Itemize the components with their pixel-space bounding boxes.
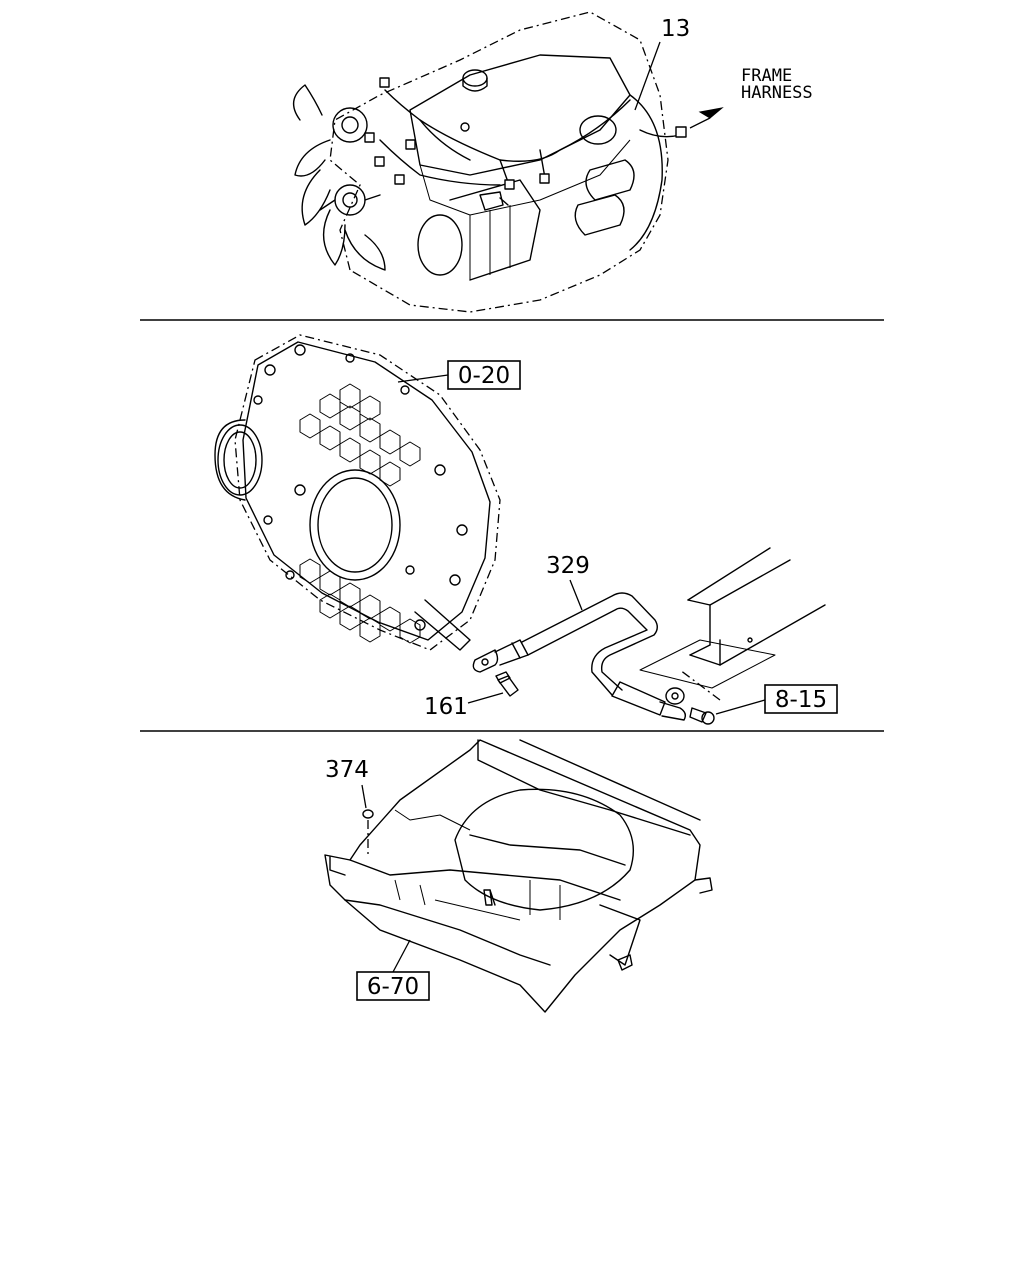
ref-box-8-15 xyxy=(764,684,838,714)
part-callout-13[interactable]: 13 xyxy=(661,16,690,42)
frame-harness-label-line1: FRAME xyxy=(741,66,792,86)
leader-6-70 xyxy=(392,939,411,973)
frame-rail-illustration xyxy=(639,547,826,701)
panel-flywheel-ground: 0-20 329 161 xyxy=(214,334,838,725)
leader-0-20 xyxy=(397,374,449,383)
leader-13 xyxy=(634,41,661,111)
leader-329 xyxy=(569,579,583,611)
leader-8-15 xyxy=(715,699,766,715)
ref-callout-8-15[interactable]: 8-15 xyxy=(775,687,827,713)
floor-panel-illustration xyxy=(324,739,713,1013)
ref-box-6-70 xyxy=(356,971,430,1001)
ref-callout-6-70[interactable]: 6-70 xyxy=(367,974,419,1000)
grommet-374-illustration xyxy=(362,809,374,819)
part-callout-161[interactable]: 161 xyxy=(424,694,468,720)
ground-cable-illustration xyxy=(472,592,687,721)
ref-callout-0-20[interactable]: 0-20 xyxy=(458,363,510,389)
frame-harness-arrow xyxy=(689,107,724,129)
panel-engine-harness: 13 FRAME HARNESS xyxy=(292,11,813,313)
leader-161 xyxy=(467,692,504,704)
part-callout-329[interactable]: 329 xyxy=(546,553,590,579)
frame-harness-label-line2: HARNESS xyxy=(741,83,813,103)
bolt-161-illustration xyxy=(495,671,519,697)
panel-floor: 374 6-70 xyxy=(324,739,713,1013)
leader-374 xyxy=(361,784,367,809)
bolt-8-15-illustration xyxy=(689,707,715,725)
part-callout-374[interactable]: 374 xyxy=(325,757,369,783)
engine-illustration xyxy=(292,11,687,313)
ref-box-0-20 xyxy=(447,360,521,390)
flywheel-housing-illustration xyxy=(214,334,501,651)
